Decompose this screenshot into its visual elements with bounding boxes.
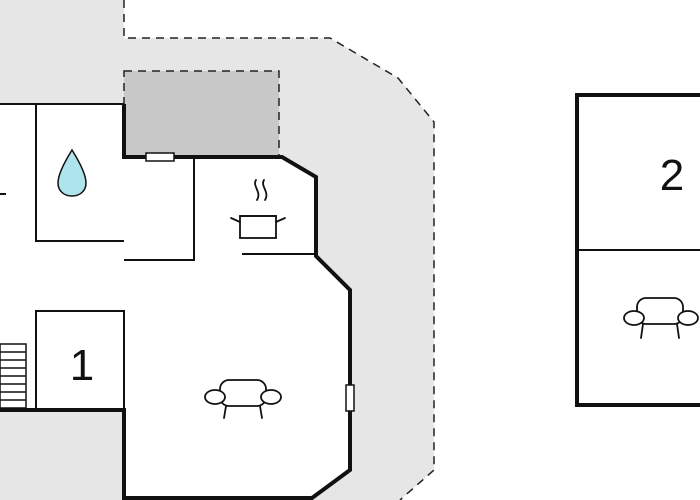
stairs-icon	[0, 343, 27, 409]
building-2: 2	[575, 93, 700, 407]
cooking-pot-icon	[230, 179, 286, 239]
water-drop-icon	[57, 148, 87, 197]
room-1-number: 1	[70, 341, 94, 390]
sofa-icon	[204, 379, 282, 419]
bathroom-wall	[35, 104, 124, 242]
covered-area	[123, 70, 280, 158]
room-1-wall	[35, 310, 125, 410]
window-top	[145, 152, 175, 162]
closet-wall	[124, 157, 195, 261]
room-2-number: 2	[660, 151, 684, 200]
exterior-wall-upper	[0, 104, 352, 500]
window-right	[345, 384, 355, 412]
terrace-dashed-outline	[123, 0, 435, 500]
sofa-icon	[623, 297, 699, 339]
